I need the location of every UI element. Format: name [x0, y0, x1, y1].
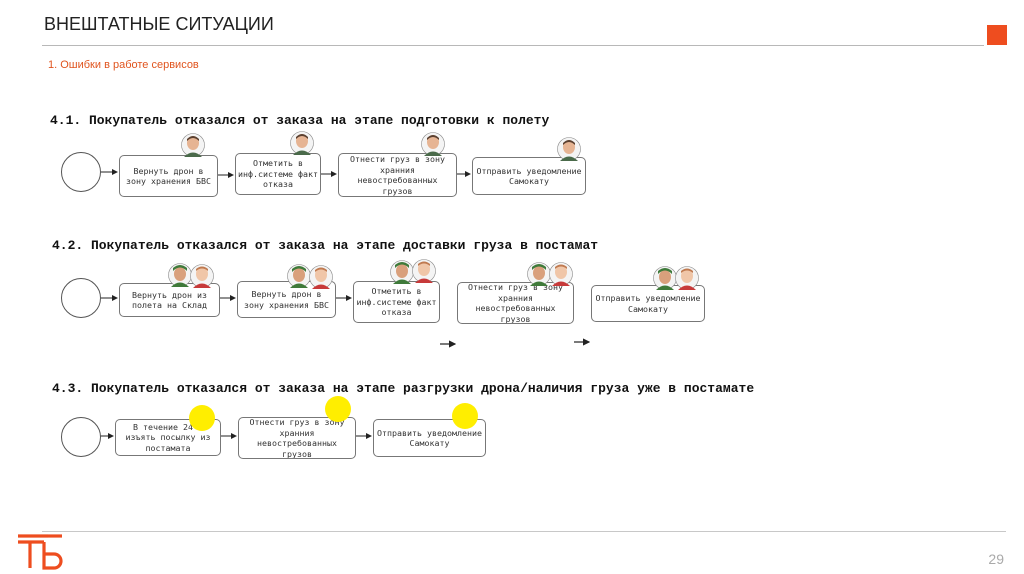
worker-avatar-icon [309, 265, 333, 289]
page-number: 29 [988, 551, 1004, 567]
process-step: Отнести груз в зону хранния невостребова… [238, 417, 356, 459]
worker-avatar-icon [549, 262, 573, 286]
section-heading-4-2: 4.2. Покупатель отказался от заказа на э… [52, 238, 599, 253]
worker-avatar-icon [290, 131, 314, 155]
worker-avatar-icon [421, 132, 445, 156]
process-step: Отправить уведомление Самокату [472, 157, 586, 195]
process-step: Отправить уведомление Самокату [591, 285, 705, 322]
start-event [61, 152, 101, 192]
operator-avatar-icon [287, 264, 311, 288]
yellow-marker [325, 396, 351, 422]
yellow-marker [452, 403, 478, 429]
header-divider [42, 45, 984, 46]
process-step: Отправить уведомление Самокату [373, 419, 486, 457]
worker-avatar-icon [181, 133, 205, 157]
process-step: Отнести груз в зону хранния невостребова… [457, 282, 574, 324]
company-logo-icon [18, 534, 63, 570]
section-heading-4-3: 4.3. Покупатель отказался от заказа на э… [52, 381, 755, 396]
process-step: Вернуть дрон в зону хранения БВС [119, 155, 218, 197]
page-subtitle: 1. Ошибки в работе сервисов [48, 59, 199, 71]
start-event [61, 417, 101, 457]
yellow-marker [189, 405, 215, 431]
start-event [61, 278, 101, 318]
process-step: Отметить в инф.системе факт отказа [353, 281, 440, 323]
worker-avatar-icon [190, 264, 214, 288]
footer-divider [42, 531, 1006, 532]
worker-avatar-icon [412, 259, 436, 283]
worker-avatar-icon [675, 266, 699, 290]
operator-avatar-icon [653, 266, 677, 290]
worker-avatar-icon [557, 137, 581, 161]
section-heading-4-1: 4.1. Покупатель отказался от заказа на э… [50, 113, 550, 128]
process-step: Вернуть дрон из полета на Склад [119, 283, 220, 317]
operator-avatar-icon [168, 263, 192, 287]
process-step: Отметить в инф.системе факт отказа [235, 153, 321, 195]
corner-square [987, 25, 1007, 45]
page-title: ВНЕШТАТНЫЕ СИТУАЦИИ [44, 14, 274, 34]
process-step: Отнести груз в зону хранния невостребова… [338, 153, 457, 197]
operator-avatar-icon [527, 262, 551, 286]
operator-avatar-icon [390, 260, 414, 284]
